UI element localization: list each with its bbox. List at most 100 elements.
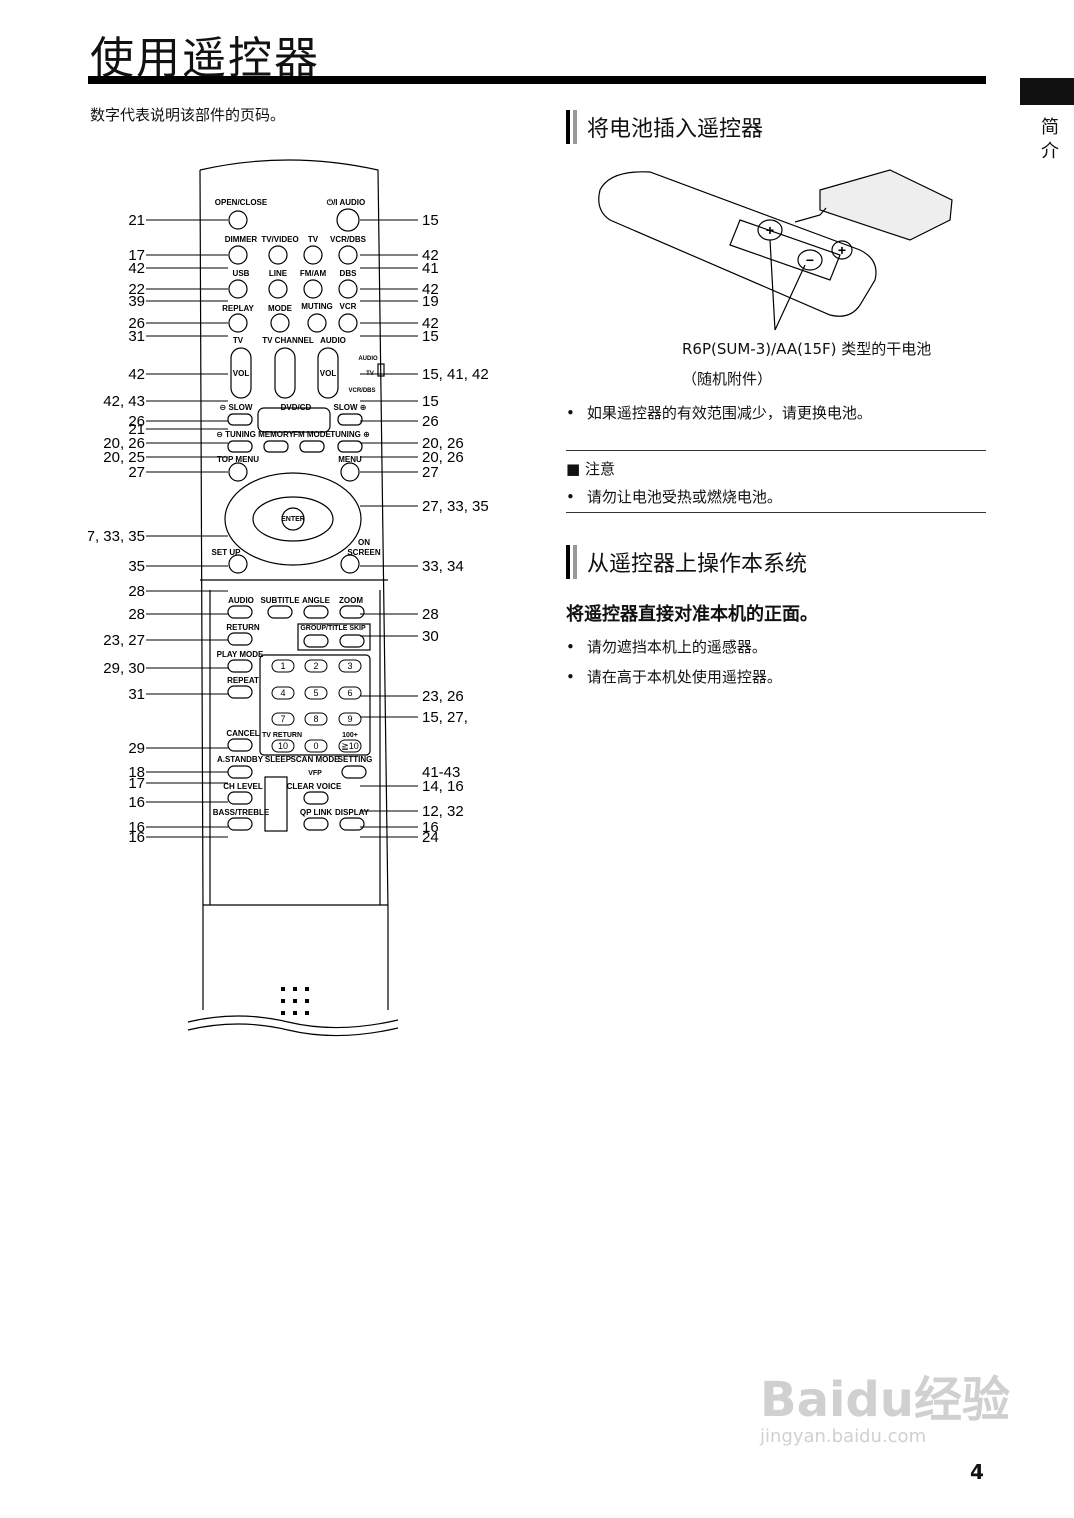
label-group-skip: GROUP/TITLE SKIP: [300, 625, 366, 632]
dimmer-button[interactable]: [228, 245, 248, 265]
label-slow-left: ⊖ SLOW: [220, 403, 253, 412]
open-close-button[interactable]: [228, 210, 248, 230]
vol-left-rocker[interactable]: [230, 347, 252, 399]
digit-button[interactable]: [271, 739, 295, 753]
repeat-button[interactable]: [227, 685, 253, 699]
left-callout: 28: [128, 583, 145, 600]
vol-right-rocker[interactable]: [317, 347, 339, 399]
left-callout: 29: [128, 740, 145, 757]
menu-button[interactable]: [340, 462, 360, 482]
cancel-button[interactable]: [227, 738, 253, 752]
left-callout: 17: [128, 775, 145, 792]
direction-pad[interactable]: [224, 472, 362, 566]
slow-fwd-button[interactable]: [337, 413, 363, 426]
label-qp-link: QP LINK: [300, 808, 333, 817]
a-standby-button[interactable]: [227, 765, 253, 779]
angle-button[interactable]: [303, 605, 329, 619]
slow-rew-button[interactable]: [227, 413, 253, 426]
vcr-button[interactable]: [338, 313, 358, 333]
on-screen-button[interactable]: [340, 554, 360, 574]
display-button[interactable]: [339, 817, 365, 831]
dbs-button[interactable]: [338, 279, 358, 299]
title-rule: [88, 76, 986, 84]
replay-button[interactable]: [228, 313, 248, 333]
usb-button[interactable]: [228, 279, 248, 299]
label-enter: ENTER: [281, 516, 305, 523]
left-callout: 18: [128, 764, 145, 781]
line-button[interactable]: [268, 279, 288, 299]
digit-button[interactable]: [338, 659, 362, 673]
operate-bullet-1: 请勿遮挡本机上的遥感器。: [566, 636, 767, 657]
digit-button[interactable]: [304, 659, 328, 673]
qp-link-button[interactable]: [303, 817, 329, 831]
play-mode-button[interactable]: [227, 659, 253, 673]
label-vcr: VCR: [340, 302, 357, 311]
digit-button[interactable]: [271, 659, 295, 673]
setting-button[interactable]: [341, 765, 367, 779]
enter-ring: [252, 496, 334, 542]
right-callout: 15, 41, 42: [422, 366, 489, 383]
label-subtitle: SUBTITLE: [260, 596, 300, 605]
right-callout: 12, 32: [422, 803, 464, 820]
tuning-prev-button[interactable]: [227, 440, 253, 453]
right-callout: 42: [422, 315, 439, 332]
pause-button[interactable]: [299, 440, 325, 453]
return-button[interactable]: [227, 632, 253, 646]
digit-button[interactable]: [338, 739, 362, 753]
skip-next-button[interactable]: [339, 634, 365, 648]
digit-button[interactable]: [338, 686, 362, 700]
digit-button[interactable]: [304, 739, 328, 753]
left-callout: 21: [128, 421, 145, 438]
tv-video-button[interactable]: [268, 245, 288, 265]
battery-plus-2: [831, 240, 853, 260]
bass-treble-button[interactable]: [227, 817, 253, 831]
enter-button[interactable]: [281, 507, 305, 531]
right-callout: 41-43: [422, 764, 460, 781]
source-switch[interactable]: [377, 363, 385, 377]
skip-prev-button[interactable]: [303, 634, 329, 648]
digit-button[interactable]: [338, 712, 362, 726]
digit-button[interactable]: [271, 686, 295, 700]
right-callout: 19: [422, 293, 439, 310]
left-callout: 16: [128, 829, 145, 846]
zoom-button[interactable]: [339, 605, 365, 619]
digit-label: 8: [313, 714, 318, 724]
left-callout: 16: [128, 819, 145, 836]
tv-power-button[interactable]: [303, 245, 323, 265]
digit-label: ≧10: [341, 741, 359, 751]
label-menu: MENU: [338, 455, 362, 464]
right-callout: 42: [422, 281, 439, 298]
top-menu-button[interactable]: [228, 462, 248, 482]
stop-button[interactable]: [263, 440, 289, 453]
right-callout: 20, 26: [422, 449, 464, 466]
tv-channel-rocker[interactable]: [274, 347, 296, 399]
ch-level-button[interactable]: [227, 791, 253, 805]
label-fm-mode: FM MODE: [293, 430, 331, 439]
audio-power-button[interactable]: [336, 208, 360, 232]
plus-sign-1: +: [766, 222, 774, 238]
numpad-frame: [259, 654, 371, 756]
play-button[interactable]: [257, 407, 331, 433]
left-callout: 42: [128, 260, 145, 277]
section-tab: [1020, 78, 1074, 105]
tuning-next-button[interactable]: [337, 440, 363, 453]
muting-button[interactable]: [307, 313, 327, 333]
digit-button[interactable]: [304, 712, 328, 726]
fm-am-button[interactable]: [303, 279, 323, 299]
right-callout: 15: [422, 393, 439, 410]
set-up-button[interactable]: [228, 554, 248, 574]
left-callout: 17: [128, 247, 145, 264]
vcr-dbs-power-button[interactable]: [338, 245, 358, 265]
label-bass-treble: BASS/TREBLE: [213, 808, 270, 817]
section-tab-label: 简介: [1041, 117, 1059, 162]
digit-button[interactable]: [271, 712, 295, 726]
left-callout: 31: [128, 686, 145, 703]
audio-button[interactable]: [227, 605, 253, 619]
clear-voice-button[interactable]: [303, 791, 329, 805]
label-audio: AUDIO: [228, 596, 254, 605]
surround-mode-button[interactable]: [270, 313, 290, 333]
digit-button[interactable]: [304, 686, 328, 700]
subtitle-button[interactable]: [267, 605, 293, 619]
level-rocker[interactable]: [264, 776, 288, 832]
battery-illustration: + − +: [598, 169, 953, 331]
